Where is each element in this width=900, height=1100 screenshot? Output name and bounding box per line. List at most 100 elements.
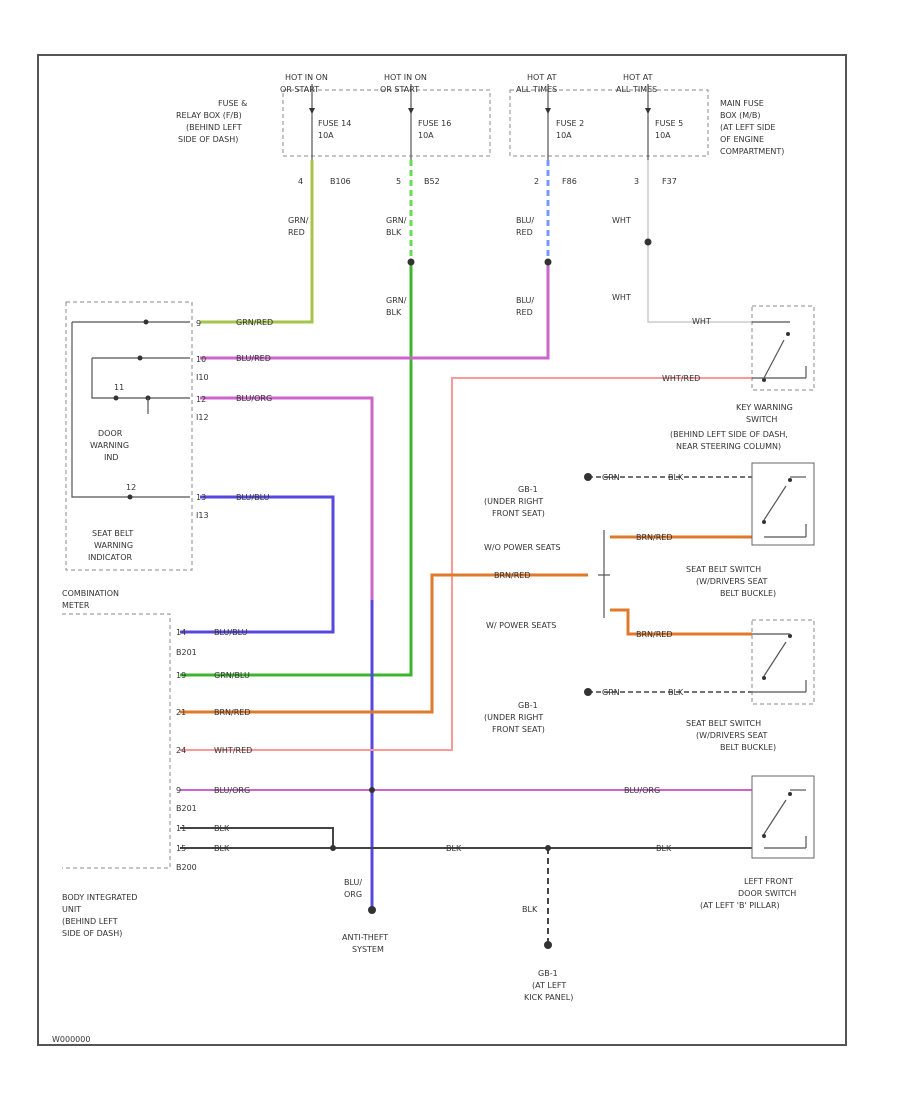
gb1-upper-2: (UNDER RIGHT xyxy=(484,497,543,506)
body-unit-1: BODY INTEGRATED xyxy=(62,893,137,902)
key-warning-3: (BEHIND LEFT SIDE OF DASH, xyxy=(670,430,788,439)
label-blu-org-s: BLU/ORG xyxy=(236,394,272,403)
indicator-outline xyxy=(65,301,193,571)
wire-blk-1 xyxy=(180,827,334,848)
meter-conn-b200: B200 xyxy=(176,863,197,872)
wires xyxy=(180,160,752,945)
meter-pin-24: 24 xyxy=(176,746,186,755)
label-blu-red-s: BLU/RED xyxy=(236,354,271,363)
label-blk-v: BLK xyxy=(522,905,538,914)
fuse-box-label-1: FUSE & xyxy=(218,99,247,108)
fuse-box-label-4: SIDE OF DASH) xyxy=(178,135,238,144)
fuse5-rating: 10A xyxy=(655,131,671,140)
meter-pin-9: 9 xyxy=(176,786,181,795)
pin-5: 5 xyxy=(396,177,401,186)
label-blu-red-1: BLU/ xyxy=(516,216,534,225)
fuse-box-label-3: (BEHIND LEFT xyxy=(186,123,242,132)
label-blu-org-m: BLU/ORG xyxy=(214,786,250,795)
label-grn-s1: GRN xyxy=(602,473,620,482)
gb1-lower-2: (UNDER RIGHT xyxy=(484,713,543,722)
label-blk-m2: BLK xyxy=(214,844,230,853)
label-brn-red-s3: BRN/RED xyxy=(636,630,673,639)
seatbelt-sw1-3: BELT BUCKLE) xyxy=(720,589,776,598)
door-switch-1: LEFT FRONT xyxy=(744,877,793,886)
main-fuse-label-4: OF ENGINE xyxy=(720,135,764,144)
wire-blu-red xyxy=(200,262,550,360)
label-wht-red-m: WHT/RED xyxy=(214,746,252,755)
seatbelt-sw1-1: SEAT BELT SWITCH xyxy=(686,565,761,574)
ind-pin-11: 11 xyxy=(114,383,124,392)
body-unit-4: SIDE OF DASH) xyxy=(62,929,122,938)
door-warning-1: DOOR xyxy=(98,429,123,438)
hot-label-2b: OR START xyxy=(380,85,419,94)
label-blk-s1: BLK xyxy=(668,473,684,482)
fuse16-label: FUSE 16 xyxy=(418,119,451,128)
ind-pin-9: 9 xyxy=(196,319,201,328)
ind-conn-i10: I10 xyxy=(196,373,209,382)
gb1-lower-3: FRONT SEAT) xyxy=(492,725,545,734)
splice-dots xyxy=(330,238,652,949)
label-blu-org-v2: ORG xyxy=(344,890,362,899)
main-fuse-label-3: (AT LEFT SIDE xyxy=(720,123,775,132)
ground-gb1: GB-1 (AT LEFT KICK PANEL) xyxy=(524,969,573,1002)
wire-grn-red xyxy=(200,160,314,324)
antitheft-1: ANTI-THEFT xyxy=(342,933,388,942)
ind-pin-12b: 12 xyxy=(126,483,136,492)
seatbelt-ind-2: WARNING xyxy=(94,541,133,550)
ind-conn-i12: I12 xyxy=(196,413,209,422)
fuse2-rating: 10A xyxy=(556,131,572,140)
conn-b52: B52 xyxy=(424,177,440,186)
seatbelt-switch-lower: GB-1 (UNDER RIGHT FRONT SEAT) SEAT BELT … xyxy=(484,619,815,752)
label-grn-blk-1: GRN/ xyxy=(386,216,407,225)
diagram-frame xyxy=(37,54,847,1046)
label-grn-blu-m: GRN/BLU xyxy=(214,671,250,680)
seatbelt-indicator: 9 10 I10 12 I12 13 I13 11 12 DOOR WARNIN… xyxy=(65,301,209,571)
ground-2: (AT LEFT xyxy=(532,981,566,990)
label-blk-s2: BLK xyxy=(668,688,684,697)
meter-pin-19: 19 xyxy=(176,671,186,680)
door-warning-2: WARNING xyxy=(90,441,129,450)
ground-3: KICK PANEL) xyxy=(524,993,573,1002)
conn-f37: F37 xyxy=(662,177,677,186)
ind-pin-13: 13 xyxy=(196,493,206,502)
meter-label-2: METER xyxy=(62,601,90,610)
seatbelt-ind-3: INDICATOR xyxy=(88,553,132,562)
seatbelt-switch-upper-box xyxy=(751,462,815,546)
ground-1: GB-1 xyxy=(538,969,558,978)
label-grn-red-s: GRN/RED xyxy=(236,318,273,327)
conn-f86: F86 xyxy=(562,177,577,186)
seatbelt-sw2-2: (W/DRIVERS SEAT xyxy=(696,731,767,740)
power-seats-wo: W/O POWER SEATS xyxy=(484,543,561,552)
label-blk-m: BLK xyxy=(214,824,230,833)
conn-b106: B106 xyxy=(330,177,351,186)
label-wht-x: WHT xyxy=(692,317,711,326)
gb1-lower-1: GB-1 xyxy=(518,701,538,710)
key-warning-1: KEY WARNING xyxy=(736,403,793,412)
diagram-ref: W000000 xyxy=(52,1035,90,1044)
label-grn-s2: GRN xyxy=(602,688,620,697)
wire-wht xyxy=(647,160,752,323)
pin-4: 4 xyxy=(298,177,303,186)
ind-pin-10: 10 xyxy=(196,355,206,364)
label-blu-red2-2: RED xyxy=(516,308,533,317)
antitheft-system: ANTI-THEFT SYSTEM xyxy=(342,933,388,954)
ind-conn-i13: I13 xyxy=(196,511,209,520)
label-brn-red-s: BRN/RED xyxy=(494,571,531,580)
fuse5-label: FUSE 5 xyxy=(655,119,683,128)
label-blk-c: BLK xyxy=(446,844,462,853)
wire-blu-org xyxy=(200,396,374,910)
body-unit-3: (BEHIND LEFT xyxy=(62,917,118,926)
hot-label-1b: OR START xyxy=(280,85,319,94)
seatbelt-sw1-2: (W/DRIVERS SEAT xyxy=(696,577,767,586)
antitheft-2: SYSTEM xyxy=(352,945,384,954)
key-switch-box xyxy=(751,305,815,391)
fuse14-label: FUSE 14 xyxy=(318,119,351,128)
wire-brn-red xyxy=(180,573,588,714)
fuse16-rating: 10A xyxy=(418,131,434,140)
label-grn-blk2-2: BLK xyxy=(386,308,402,317)
wire-blu-blu xyxy=(180,495,335,634)
main-fuse-box-outline xyxy=(509,89,709,157)
wire-wht-red xyxy=(180,377,752,751)
key-warning-2: SWITCH xyxy=(746,415,777,424)
fuse-relay-box-outline xyxy=(282,89,491,157)
